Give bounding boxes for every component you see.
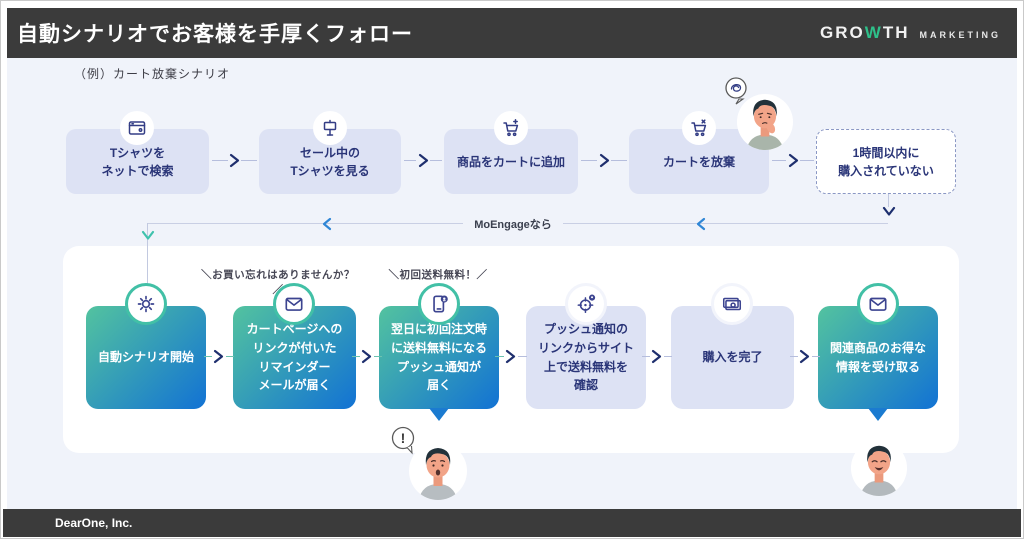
cash-icon — [711, 283, 753, 325]
callout-free-shipping: ＼初回送料無料！／ — [388, 269, 488, 281]
step-complete-purchase: 購入を完了 — [671, 306, 794, 409]
logo-subtext: MARKETING — [919, 30, 1001, 40]
company-name: DearOne, Inc. — [55, 516, 133, 530]
arrow-right — [204, 349, 234, 364]
footer-bar: DearOne, Inc. — [3, 509, 1021, 537]
condition-not-purchased: 1時間以内に 購入されていない — [816, 129, 956, 194]
moengage-flow-container — [63, 246, 959, 453]
arrow-right — [212, 153, 257, 168]
exclamation-mark: ! — [401, 430, 406, 446]
arrow-right — [772, 153, 814, 168]
customer-avatar-surprised — [408, 441, 468, 501]
connector-line — [888, 194, 889, 207]
step-view-sale-tshirt: セール中の Tシャツを見る — [259, 129, 401, 194]
logo-text: TH — [882, 23, 910, 42]
arrow-right — [495, 349, 527, 364]
logo-text: GRO — [820, 23, 865, 42]
customer-avatar-happy — [850, 439, 908, 497]
exclamation-bubble-icon: ! — [389, 425, 421, 459]
chevron-left-icon — [693, 216, 709, 232]
browser-icon — [120, 111, 154, 145]
arrow-right — [642, 349, 672, 364]
logo-green-w: W — [864, 23, 883, 42]
connector-line — [147, 246, 148, 286]
arrow-right — [790, 349, 820, 364]
chevron-down-icon — [881, 205, 897, 219]
step-confirm-free-shipping: プッシュ通知の リンクからサイト 上で送料無料を 確認 — [526, 306, 646, 409]
signpost-icon — [313, 111, 347, 145]
chevron-down-teal-icon — [140, 229, 156, 243]
arrow-right — [404, 153, 442, 168]
cart-remove-icon — [682, 111, 716, 145]
mail-icon — [273, 283, 315, 325]
step-push-notification: 翌日に初回注文時 に送料無料になる プッシュ通知が 届く — [379, 306, 499, 421]
chevron-left-icon — [319, 216, 335, 232]
page-title: 自動シナリオでお客様を手厚くフォロー — [17, 23, 413, 46]
moengage-label: MoEngageなら — [463, 216, 563, 232]
target-notification-icon — [565, 283, 607, 325]
gear-icon — [125, 283, 167, 325]
mail-icon — [857, 283, 899, 325]
arrow-right — [581, 153, 627, 168]
customer-avatar-worried — [736, 93, 794, 151]
growth-marketing-logo: GROWTH MARKETING — [820, 23, 1001, 43]
confused-scribble-icon — [721, 75, 753, 107]
cart-add-icon — [494, 111, 528, 145]
header-bar: 自動シナリオでお客様を手厚くフォロー GROWTH MARKETING — [7, 8, 1017, 58]
arrow-right — [352, 349, 382, 364]
phone-notification-icon — [418, 283, 460, 325]
scenario-subtitle: （例）カート放棄シナリオ — [74, 67, 231, 81]
